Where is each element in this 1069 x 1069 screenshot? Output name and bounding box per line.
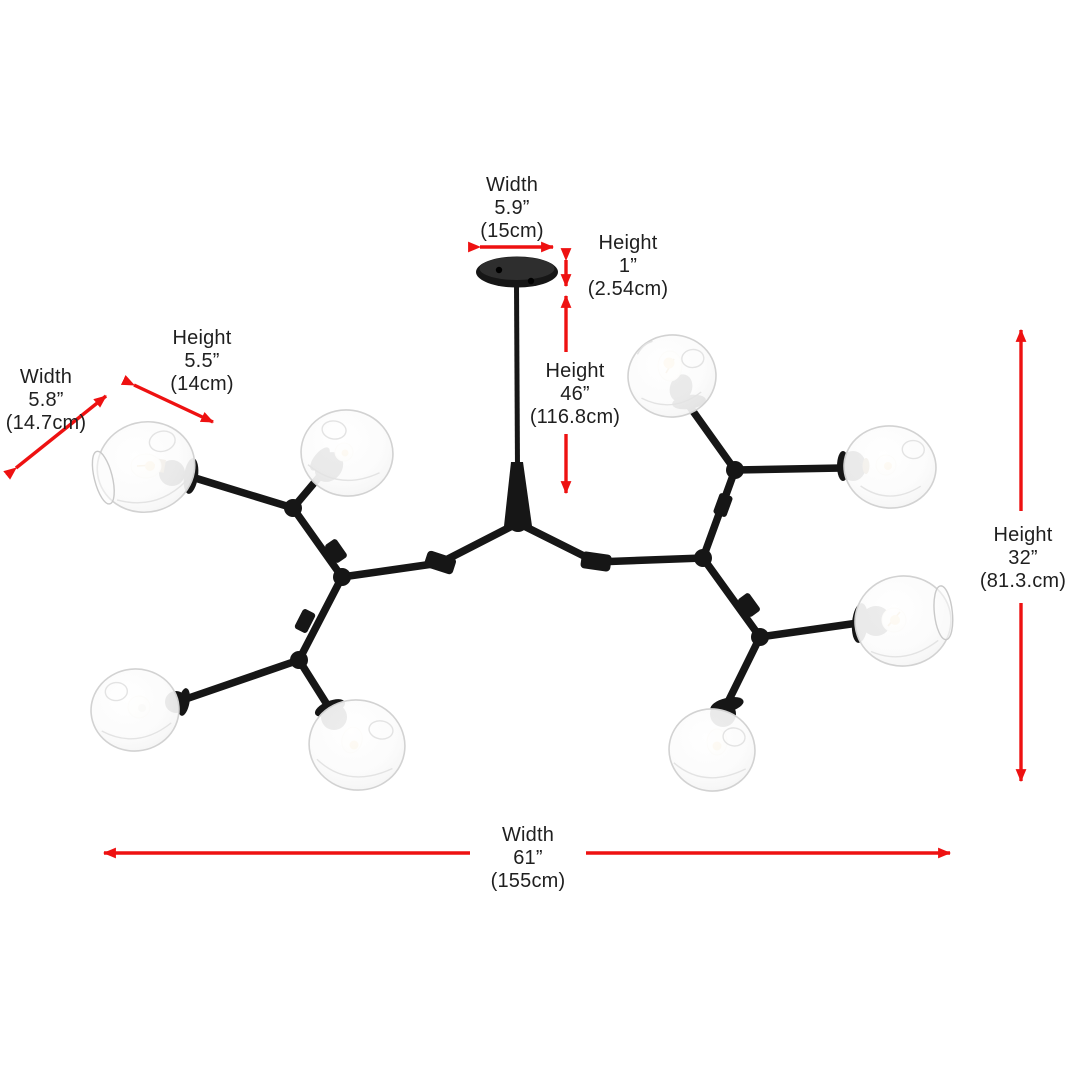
dimension-arrow-shade-height [120,375,214,424]
dimension-metric: (15cm) [480,220,544,242]
arm-connector [580,551,612,572]
hanging-rod [504,283,532,526]
dimension-metric: (2.54cm) [587,278,669,300]
glass-shade [854,575,954,667]
canopy-screw [495,266,503,274]
dimension-name: Width [485,174,539,196]
dimension-label-rod-height: Height 46” (116.8cm) [530,360,620,429]
arm-connector [424,550,457,575]
dimension-label-fixture-width: Width 61” (155cm) [491,824,566,893]
glass-globe-2 [300,409,394,497]
dimension-arrow-shade-width [3,394,108,480]
dimension-name: Height [598,232,658,254]
dimension-metric: (155cm) [490,870,566,892]
dimension-label-fixture-height: Height 32” (81.3.cm) [980,524,1066,593]
dimension-name: Height [545,360,605,382]
arm-left-upper [289,504,346,581]
dimension-inches: 5.8” [28,389,64,411]
dimension-label-shade-height: Height 5.5” (14cm) [170,327,233,396]
arm-junction [333,568,351,586]
arm-right-lower [699,554,764,641]
canopy-top [479,257,555,280]
arm-connector [294,609,316,633]
dimension-label-shade-width: Width 5.8” (14.7cm) [6,366,87,435]
dimension-name: Width [19,366,73,388]
glass-shade [91,420,196,514]
dimension-metric: (116.8cm) [529,406,621,428]
arm-to-globe-6 [721,633,764,712]
dimension-label-canopy-height: Height 1” (2.54cm) [588,232,669,301]
arm-left-main [338,519,522,581]
arm-junction [284,499,302,517]
arm-connector [325,539,347,563]
arm-junction [290,651,308,669]
dimension-inches: 46” [560,383,590,405]
arm-junctions [284,461,769,669]
arm-to-globe-1 [191,474,297,512]
chandelier [90,256,954,792]
arm-to-globe-3 [686,403,739,474]
ceiling-canopy [476,256,558,288]
glass-globe-5 [851,575,954,667]
dimension-metric: (14cm) [170,373,234,395]
dimension-name: Height [172,327,232,349]
arm-connectors [294,493,760,633]
arm-to-globe-4 [731,464,846,474]
dimension-metric: (14.7cm) [5,412,87,434]
fixture-arms [176,403,862,718]
arm-connector [713,493,733,517]
dimension-arrows [3,241,1027,859]
glass-globe-8 [308,699,406,791]
rod-flare [504,462,532,526]
dimension-name: Width [501,824,555,846]
dimension-inches: 1” [618,255,638,277]
arm-connector [738,593,760,617]
dimension-name: Height [993,524,1053,546]
glass-shade [300,409,394,497]
glass-shade [308,699,406,791]
glass-globe-1 [91,420,199,514]
dimension-inches: 5.9” [494,197,530,219]
glass-globe-7 [90,668,190,752]
rod [514,283,520,469]
glass-globe-6 [668,697,756,792]
dimension-metric: (81.3.cm) [979,570,1067,592]
arm-left-lower [295,573,346,664]
arm-to-globe-5 [756,619,862,641]
arm-to-globe-7 [176,656,303,705]
dimension-inches: 61” [513,847,543,869]
canopy-screw [527,277,535,285]
glass-shade [843,425,937,509]
dimension-inches: 32” [1008,547,1038,569]
glass-shade [627,334,717,418]
dimension-inches: 5.5” [184,350,220,372]
glass-globe-3 [627,334,717,418]
dimension-label-canopy-width: Width 5.9” (15cm) [480,174,543,243]
glass-shade [668,708,756,792]
glass-shade [90,668,180,752]
glass-globe-4 [837,425,937,509]
arm-junction [694,549,712,567]
arm-junction [726,461,744,479]
arm-junction [751,628,769,646]
